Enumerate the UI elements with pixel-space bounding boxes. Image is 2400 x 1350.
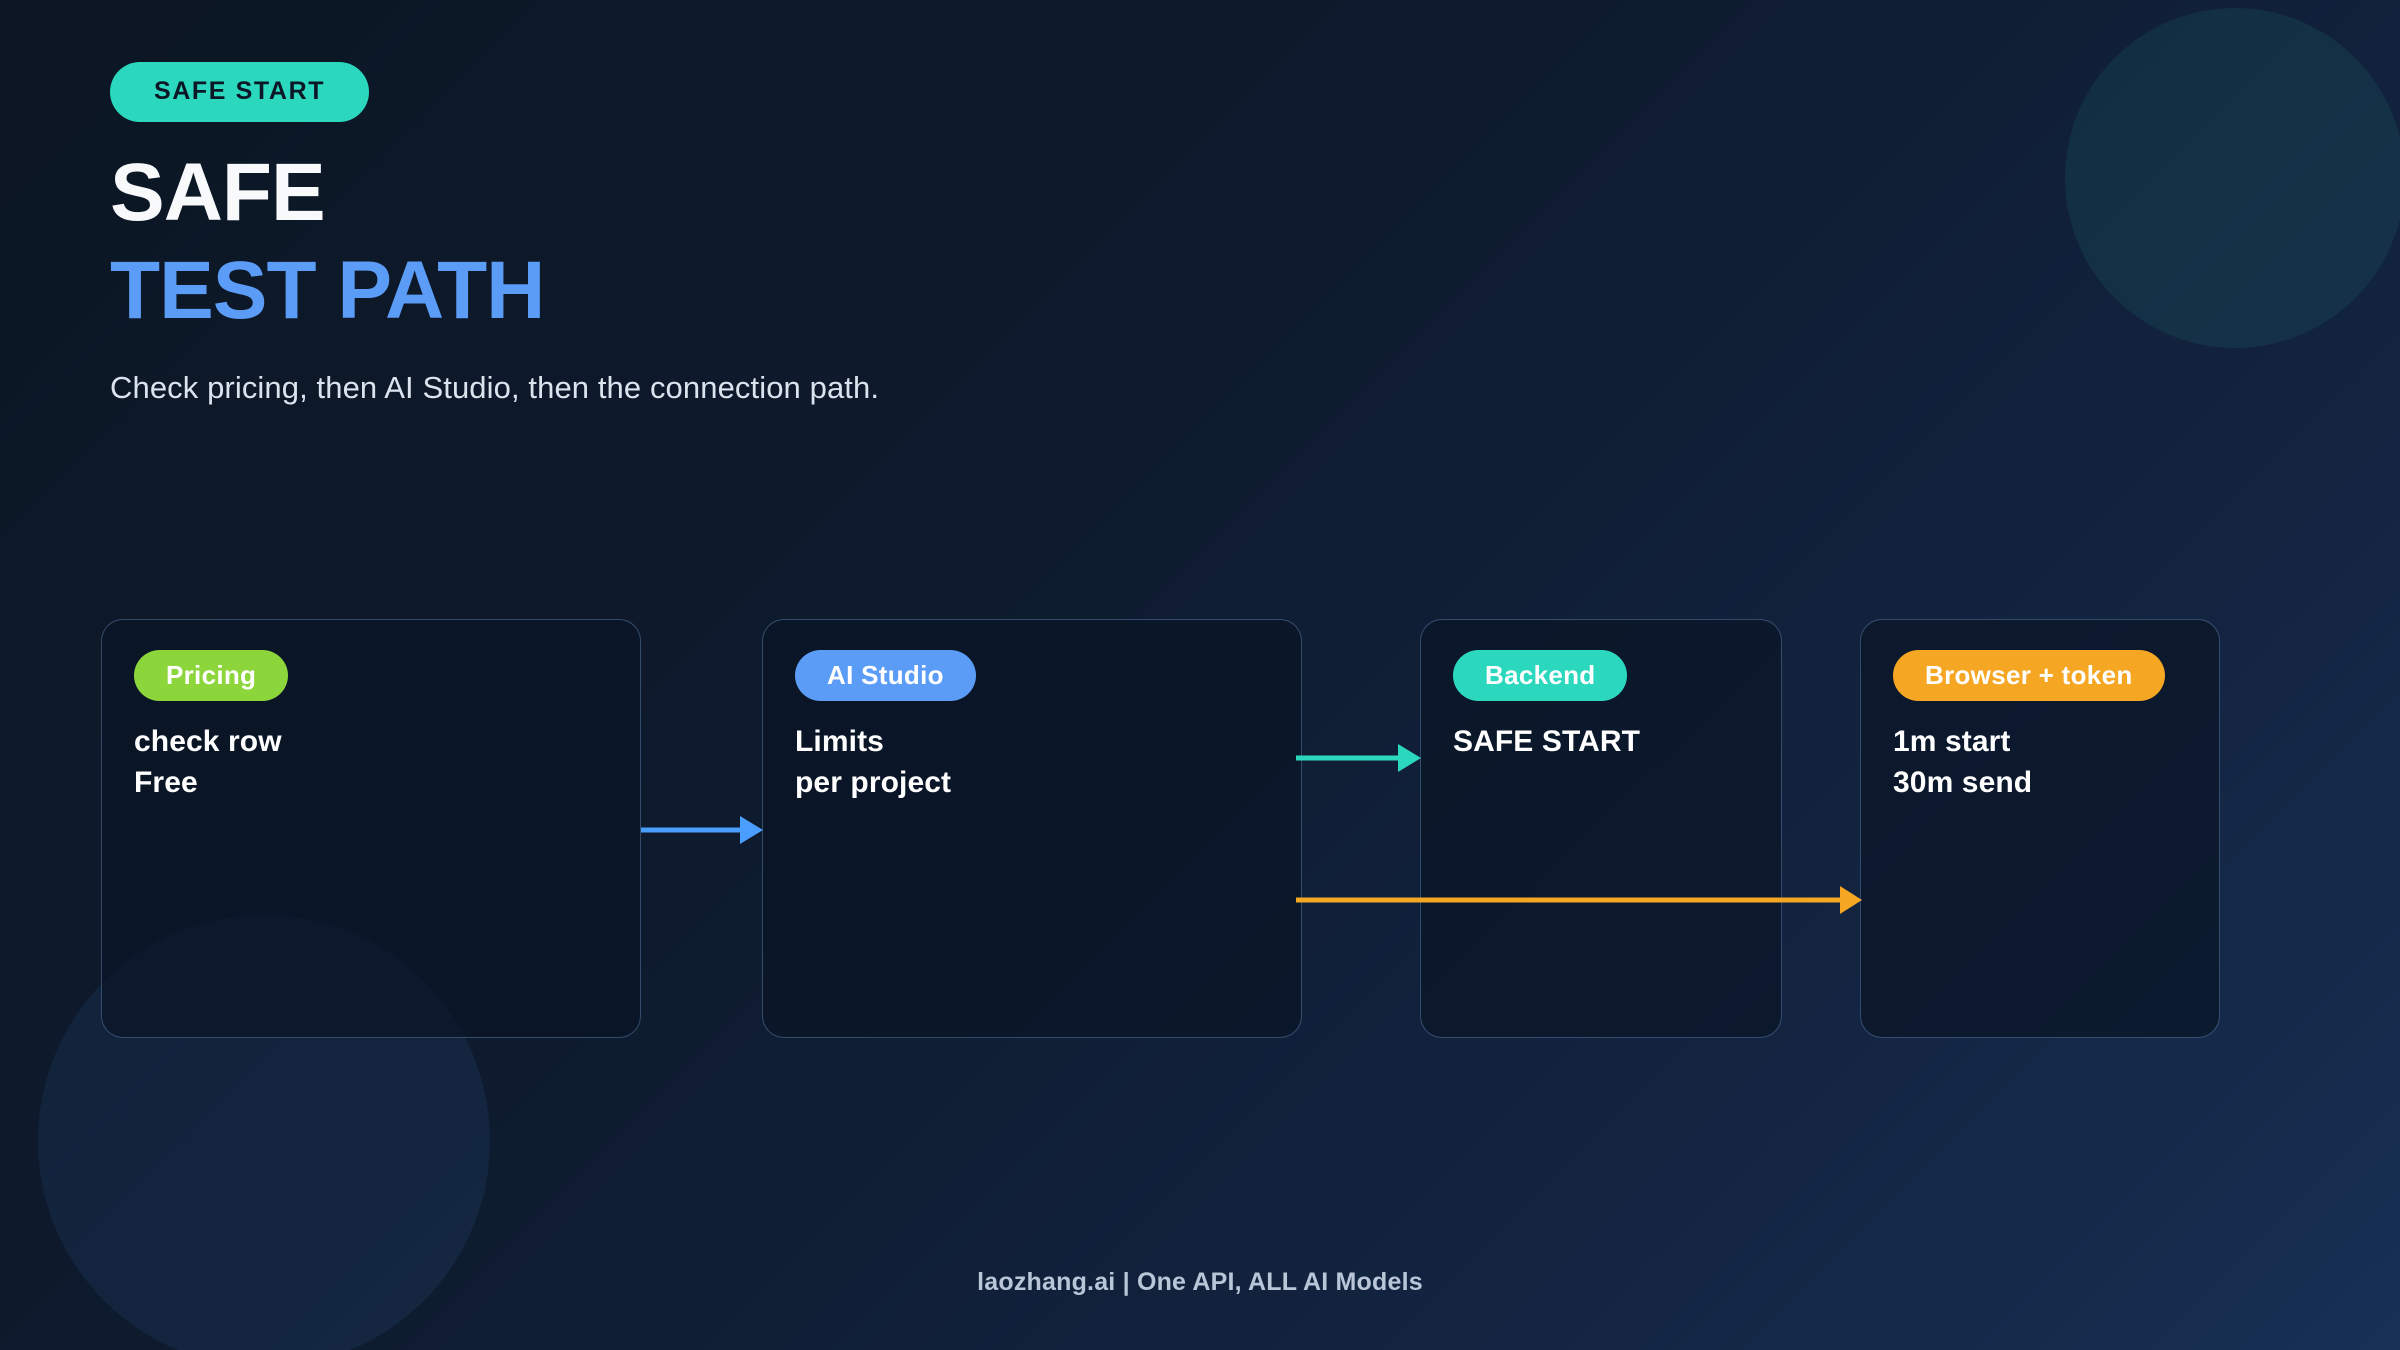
arrow-ai-studio-to-backend [1296, 744, 1421, 772]
flow-card-badge: Backend [1453, 650, 1628, 701]
page-title-line-2: TEST PATH [110, 245, 545, 336]
arrow-pricing-to-ai-studio [641, 816, 763, 844]
flow-card-badge: Browser + token [1893, 650, 2165, 701]
flow-card-backend[interactable]: Backend SAFE START [1420, 619, 1782, 1038]
slide-header: SAFE START SAFE TEST PATH Check pricing,… [110, 62, 1810, 406]
flow-card-body-line: 1m start [1893, 725, 2011, 758]
page-title-line-1: SAFE [110, 147, 326, 238]
flow-card-browser-token[interactable]: Browser + token 1m start 30m send [1860, 619, 2220, 1038]
flow-card-body: Limits per project [795, 722, 1269, 803]
flow-card-body-line: Limits [795, 725, 884, 758]
flow-card-body-line: 30m send [1893, 765, 2033, 799]
page-subtitle: Check pricing, then AI Studio, then the … [110, 370, 880, 405]
footer-attribution: laozhang.ai | One API, ALL AI Models [977, 1268, 1423, 1296]
flow-card-body: SAFE START [1453, 722, 1749, 763]
flow-card-body: 1m start 30m send [1893, 722, 2187, 803]
flow-card-body: check row Free [134, 722, 608, 803]
eyebrow-badge: SAFE START [110, 62, 370, 122]
flow-card-body-line: Free [134, 765, 198, 799]
flow-card-badge: AI Studio [795, 650, 976, 701]
flow-card-body-line: check row [134, 725, 282, 758]
flow-card-pricing[interactable]: Pricing check row Free [101, 619, 641, 1038]
flow-card-body-line: per project [795, 765, 952, 799]
flow-card-badge: Pricing [134, 650, 289, 701]
flow-card-body-line: SAFE START [1453, 725, 1641, 758]
flow-card-ai-studio[interactable]: AI Studio Limits per project [762, 619, 1302, 1038]
